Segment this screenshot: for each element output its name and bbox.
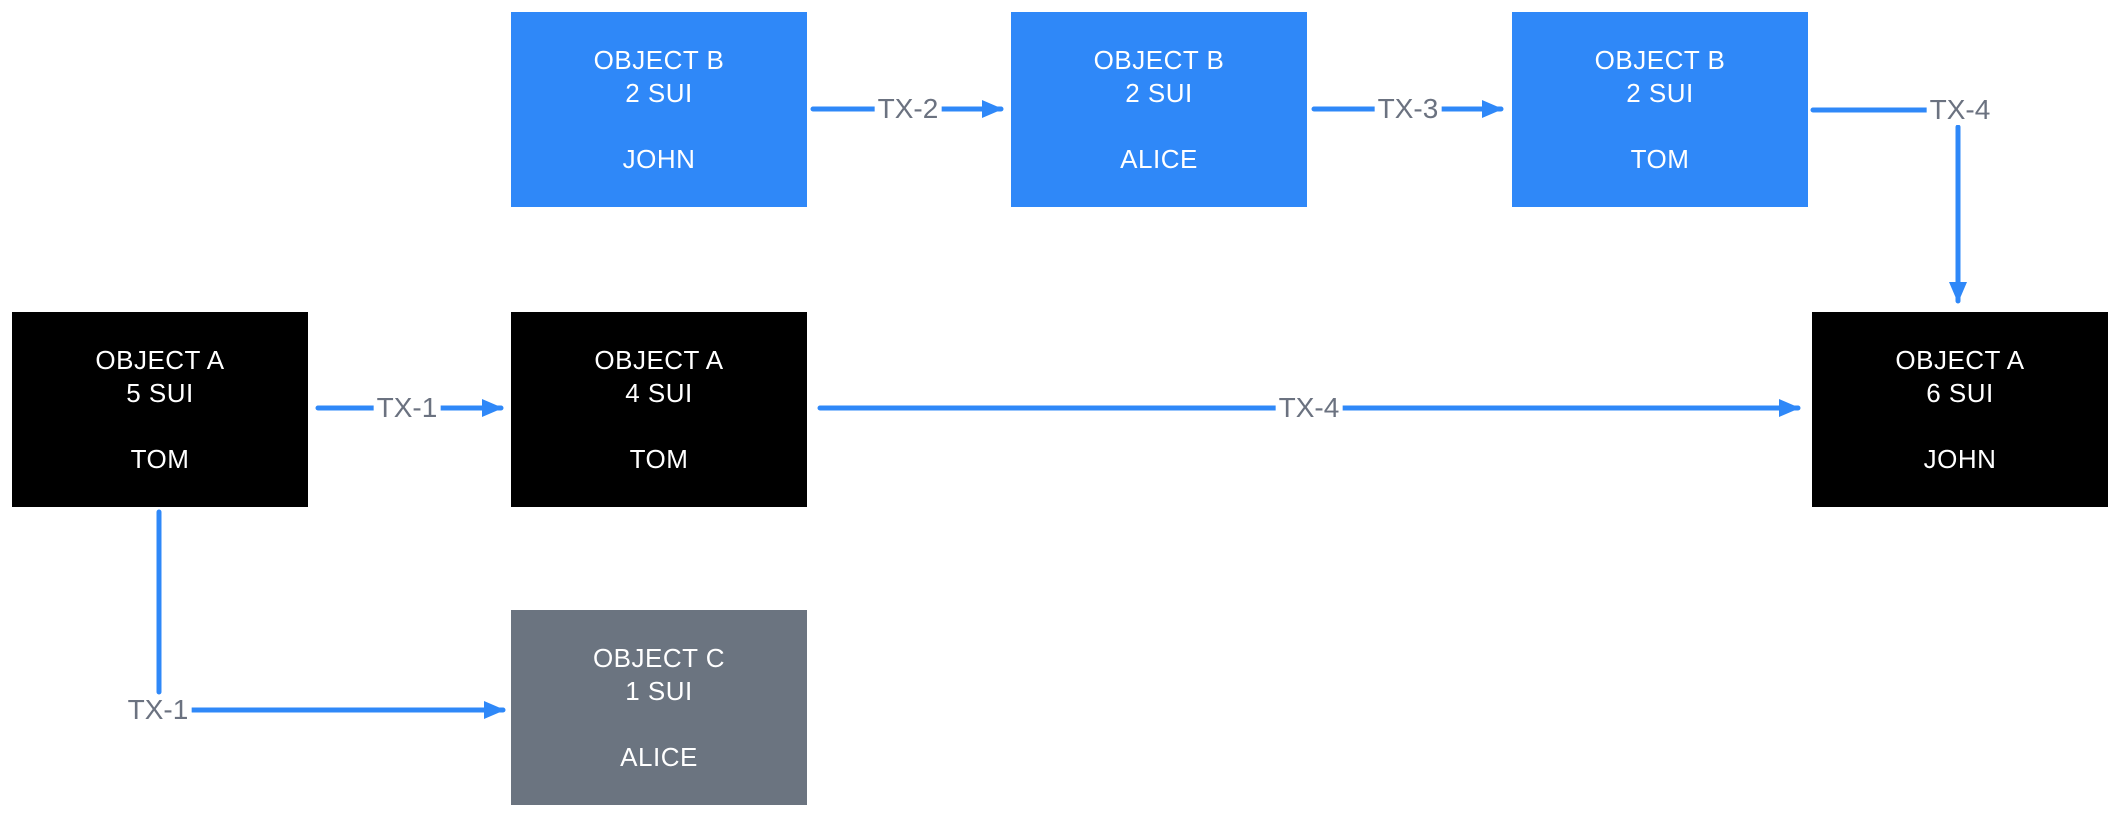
node-owner: JOHN [1923, 443, 1997, 474]
node-title: OBJECT B [1594, 44, 1726, 75]
node-title: OBJECT B [593, 44, 725, 75]
node-owner: TOM [1630, 143, 1690, 174]
node-object-b-alice: OBJECT B 2 SUI ALICE [1011, 12, 1307, 207]
node-title: OBJECT C [592, 642, 726, 673]
node-title: OBJECT A [95, 344, 225, 375]
node-object-c-alice: OBJECT C 1 SUI ALICE [511, 610, 807, 805]
edge-label-tx1-a: TX-1 [373, 393, 441, 423]
node-owner: TOM [629, 443, 689, 474]
node-title: OBJECT A [594, 344, 724, 375]
node-object-b-tom: OBJECT B 2 SUI TOM [1512, 12, 1808, 207]
edge-label-tx1-b: TX-1 [124, 695, 192, 725]
node-amount: 2 SUI [1626, 77, 1694, 108]
node-object-b-john: OBJECT B 2 SUI JOHN [511, 12, 807, 207]
edge-label-tx2: TX-2 [874, 94, 942, 124]
node-amount: 2 SUI [625, 77, 693, 108]
node-amount: 6 SUI [1926, 377, 1994, 408]
node-object-a-6-john: OBJECT A 6 SUI JOHN [1812, 312, 2108, 507]
node-amount: 2 SUI [1125, 77, 1193, 108]
node-owner: TOM [130, 443, 190, 474]
edge-label-tx4-a: TX-4 [1926, 95, 1994, 125]
node-object-a-4-tom: OBJECT A 4 SUI TOM [511, 312, 807, 507]
node-title: OBJECT A [1895, 344, 2025, 375]
node-object-a-5-tom: OBJECT A 5 SUI TOM [12, 312, 308, 507]
node-amount: 5 SUI [126, 377, 194, 408]
node-owner: ALICE [620, 741, 698, 772]
edge-label-tx3: TX-3 [1374, 94, 1442, 124]
edge-label-tx4-b: TX-4 [1275, 393, 1343, 423]
node-title: OBJECT B [1093, 44, 1225, 75]
node-amount: 4 SUI [625, 377, 693, 408]
node-amount: 1 SUI [625, 675, 693, 706]
node-owner: JOHN [622, 143, 696, 174]
node-owner: ALICE [1120, 143, 1198, 174]
